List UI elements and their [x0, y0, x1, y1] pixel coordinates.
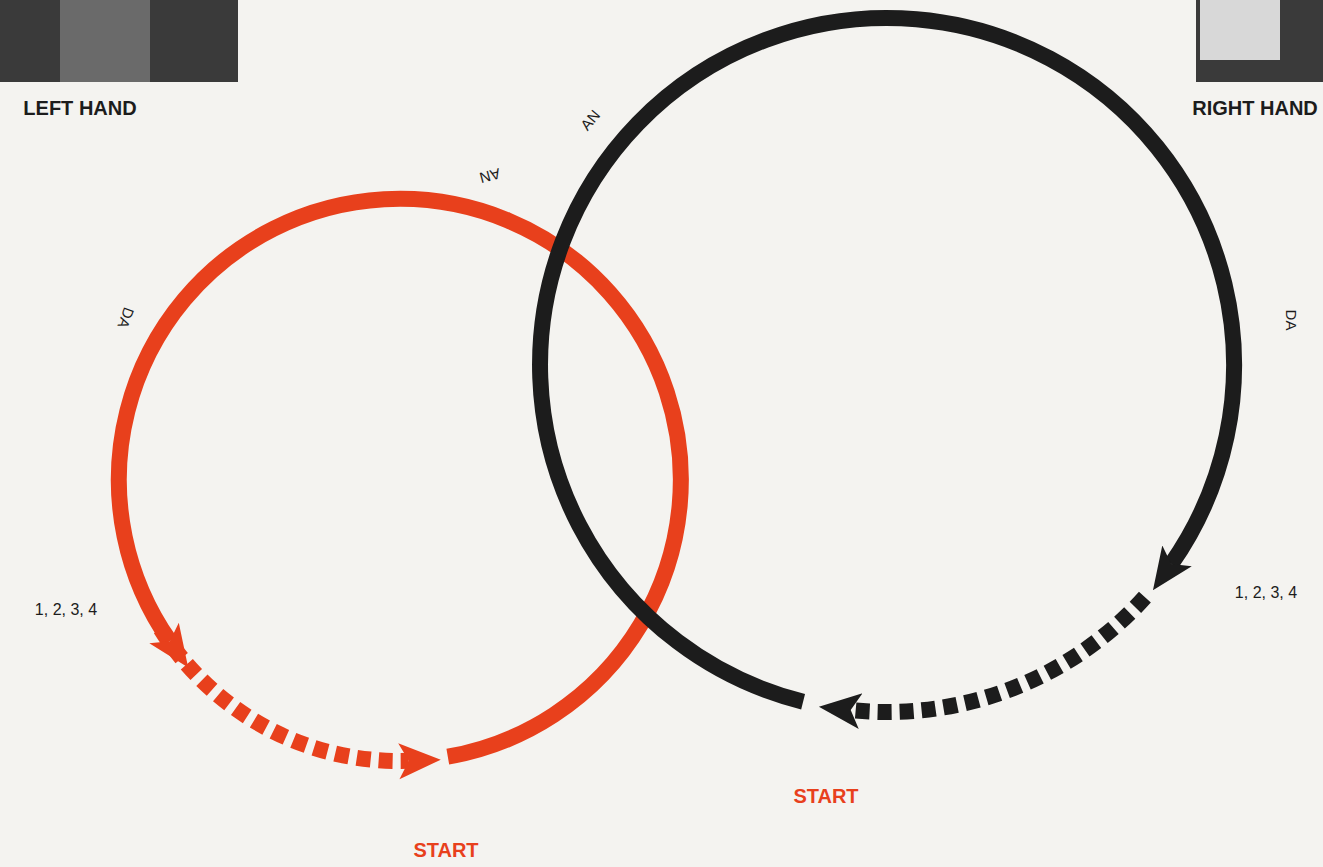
left-hand-photo-detail [60, 0, 150, 82]
right-circle-arrow [540, 18, 1234, 702]
syllable-label: DA [115, 306, 136, 331]
count-label: 1, 2, 3, 4 [1235, 585, 1297, 601]
syllable-label: AN [578, 107, 603, 133]
syllable-label: DA [1284, 310, 1299, 331]
count-label: 1, 2, 3, 4 [35, 602, 97, 618]
right-hand-photo [1196, 0, 1323, 82]
right-dashed-arrow [851, 597, 1145, 712]
right-hand-photo-detail [1200, 0, 1280, 60]
syllable-label: AN [478, 166, 502, 186]
left-circle-arrow [119, 199, 681, 757]
start-label: START [793, 786, 858, 806]
left-hand-photo [0, 0, 238, 82]
hand-caption: LEFT HAND [23, 98, 136, 118]
left-dashed-arrow [161, 629, 409, 761]
hand-caption: RIGHT HAND [1192, 98, 1318, 118]
start-label: START [413, 840, 478, 860]
